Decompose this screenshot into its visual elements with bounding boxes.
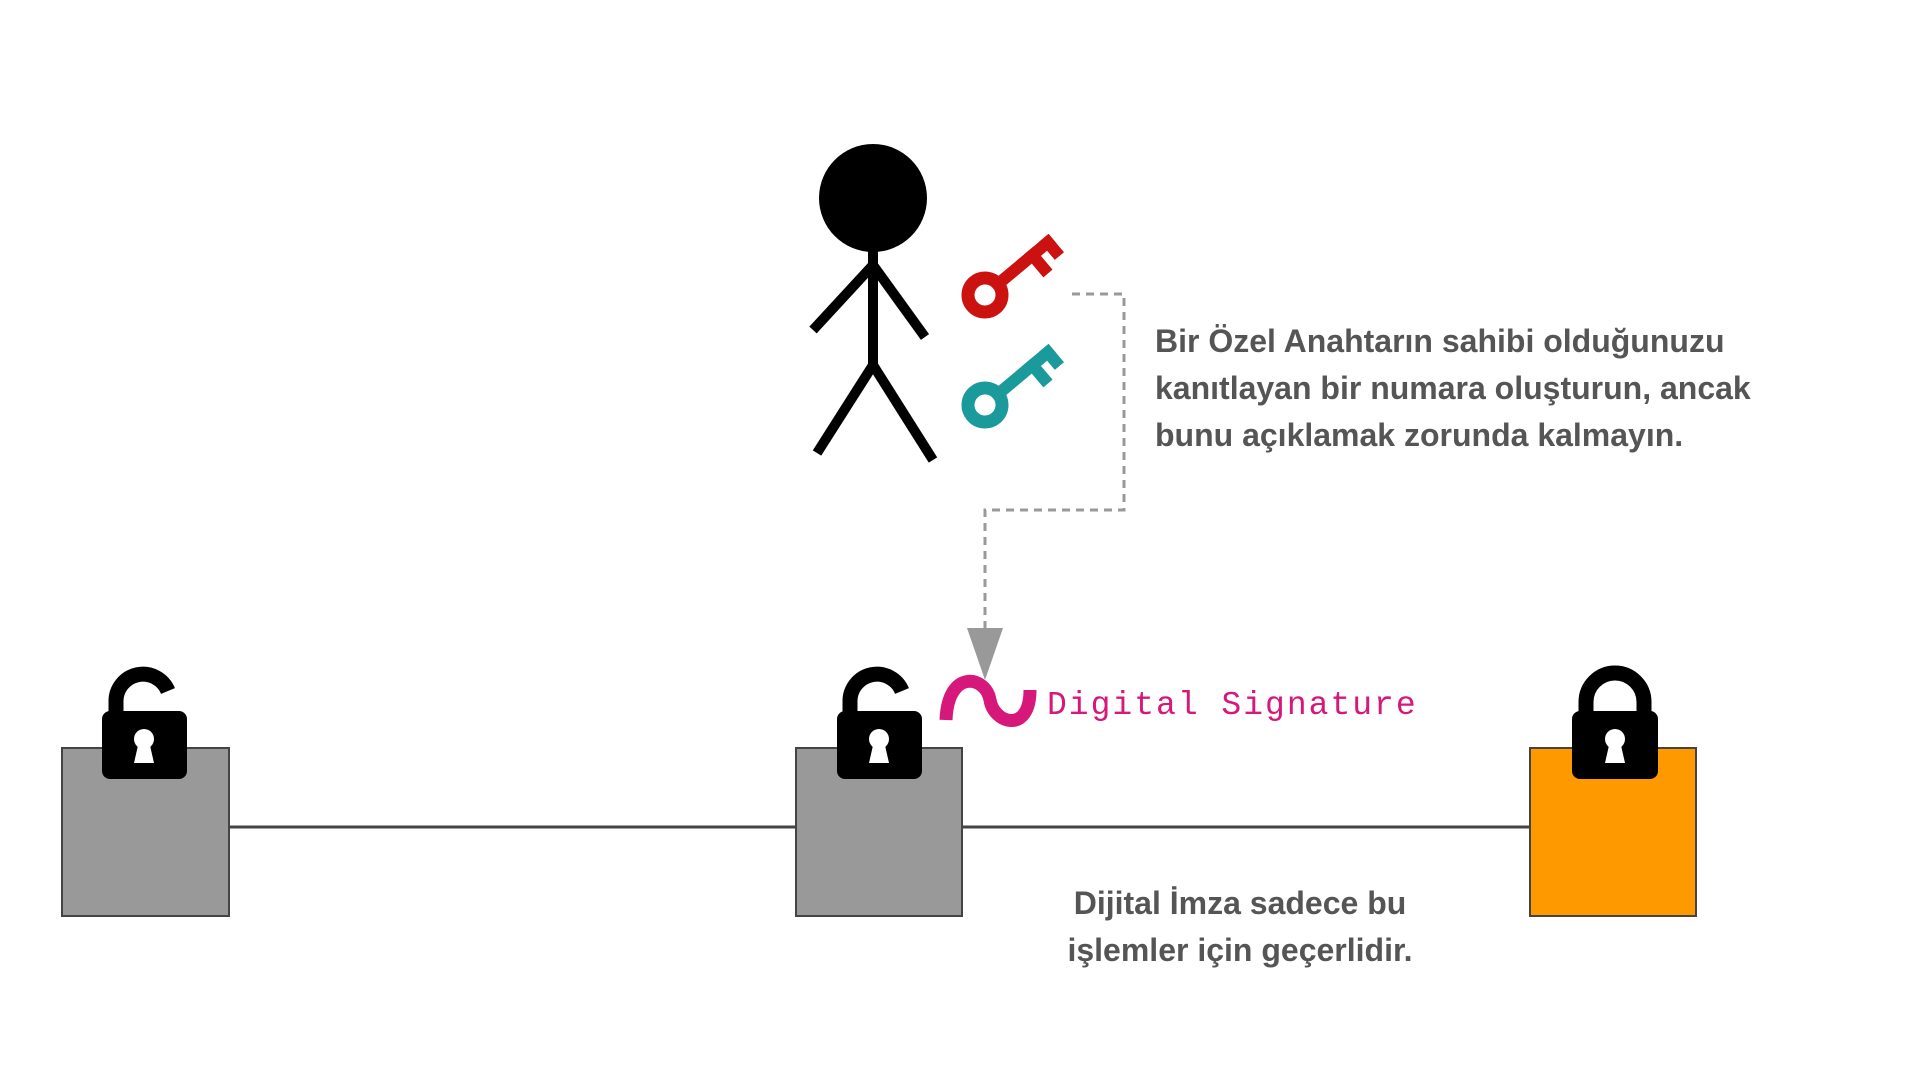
validity-note: Dijital İmza sadece bu işlemler için geç… — [1000, 880, 1480, 974]
private-key-note: Bir Özel Anahtarın sahibi olduğunuzu kan… — [1155, 318, 1751, 459]
signature-tilde-icon — [939, 674, 1037, 727]
person-figure — [809, 144, 938, 463]
unlocked-padlock-icon — [837, 666, 922, 779]
private-key-note-line: bunu açıklamak zorunda kalmayın. — [1155, 417, 1684, 453]
dashed-arrow-path — [983, 292, 1126, 628]
block-1 — [61, 666, 230, 917]
private-key-note-line: Bir Özel Anahtarın sahibi olduğunuzu — [1155, 323, 1725, 359]
private-key-note-line: kanıtlayan bir numara oluşturun, ancak — [1155, 370, 1751, 406]
person-head — [819, 144, 927, 252]
block-3 — [1529, 665, 1697, 917]
block-2 — [795, 666, 963, 917]
unlocked-padlock-icon — [102, 666, 187, 779]
public-key-icon — [961, 343, 1064, 429]
validity-note-line: işlemler için geçerlidir. — [1067, 932, 1413, 968]
signature-label: Digital Signature — [1047, 687, 1418, 724]
private-key-icon — [961, 233, 1064, 319]
locked-padlock-icon — [1572, 665, 1658, 779]
arrowhead-icon — [967, 628, 1003, 680]
validity-note-line: Dijital İmza sadece bu — [1073, 885, 1407, 921]
